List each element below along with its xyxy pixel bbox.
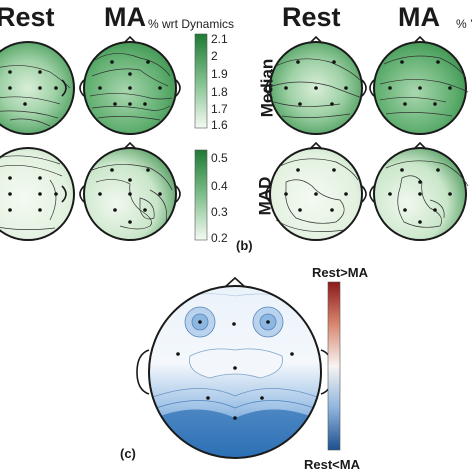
- header-b-rest: Rest: [282, 2, 341, 32]
- mad-tick: 0.4: [211, 179, 228, 193]
- median-tick: 2: [211, 49, 218, 63]
- row-label-median: Median: [257, 58, 277, 118]
- unit-label: % wrt Dynamics: [148, 17, 235, 31]
- header-b-ma: MA: [398, 2, 440, 32]
- mad-tick: 0.5: [211, 151, 228, 165]
- topomap-a-mad-rest: [0, 147, 75, 241]
- topomap-b-mad-ma: [369, 141, 469, 241]
- median-tick: 1.6: [211, 118, 228, 132]
- panel-label-b: (b): [236, 238, 253, 253]
- mad-colorbar: [194, 149, 208, 241]
- topomap-b-median-ma: [369, 35, 469, 135]
- median-tick: 1.8: [211, 85, 228, 99]
- header-a-rest: Rest: [0, 2, 55, 32]
- mad-tick: 0.2: [211, 231, 228, 245]
- topomap-a-median-ma: [79, 35, 181, 135]
- median-colorbar: [194, 33, 208, 129]
- diff-top-label: Rest>MA: [312, 265, 368, 280]
- row-label-mad: MAD: [255, 176, 275, 216]
- topomap-b-mad-rest: [265, 141, 367, 241]
- median-tick: 2.1: [211, 32, 228, 46]
- mad-tick: 0.3: [211, 205, 228, 219]
- diff-bottom-label: Rest<MA: [304, 457, 360, 472]
- median-tick: 1.7: [211, 102, 228, 116]
- topomap-a-mad-ma: [79, 141, 181, 241]
- difference-colorbar: [327, 281, 341, 451]
- topomap-c-difference: [136, 276, 334, 459]
- median-tick: 1.9: [211, 67, 228, 81]
- topomap-b-median-rest: [265, 35, 367, 135]
- panel-label-c: (c): [120, 446, 136, 461]
- topomap-a-median-rest: [0, 41, 75, 135]
- unit-label-b-fragment: % ’: [456, 17, 473, 31]
- header-a-ma: MA: [104, 2, 146, 32]
